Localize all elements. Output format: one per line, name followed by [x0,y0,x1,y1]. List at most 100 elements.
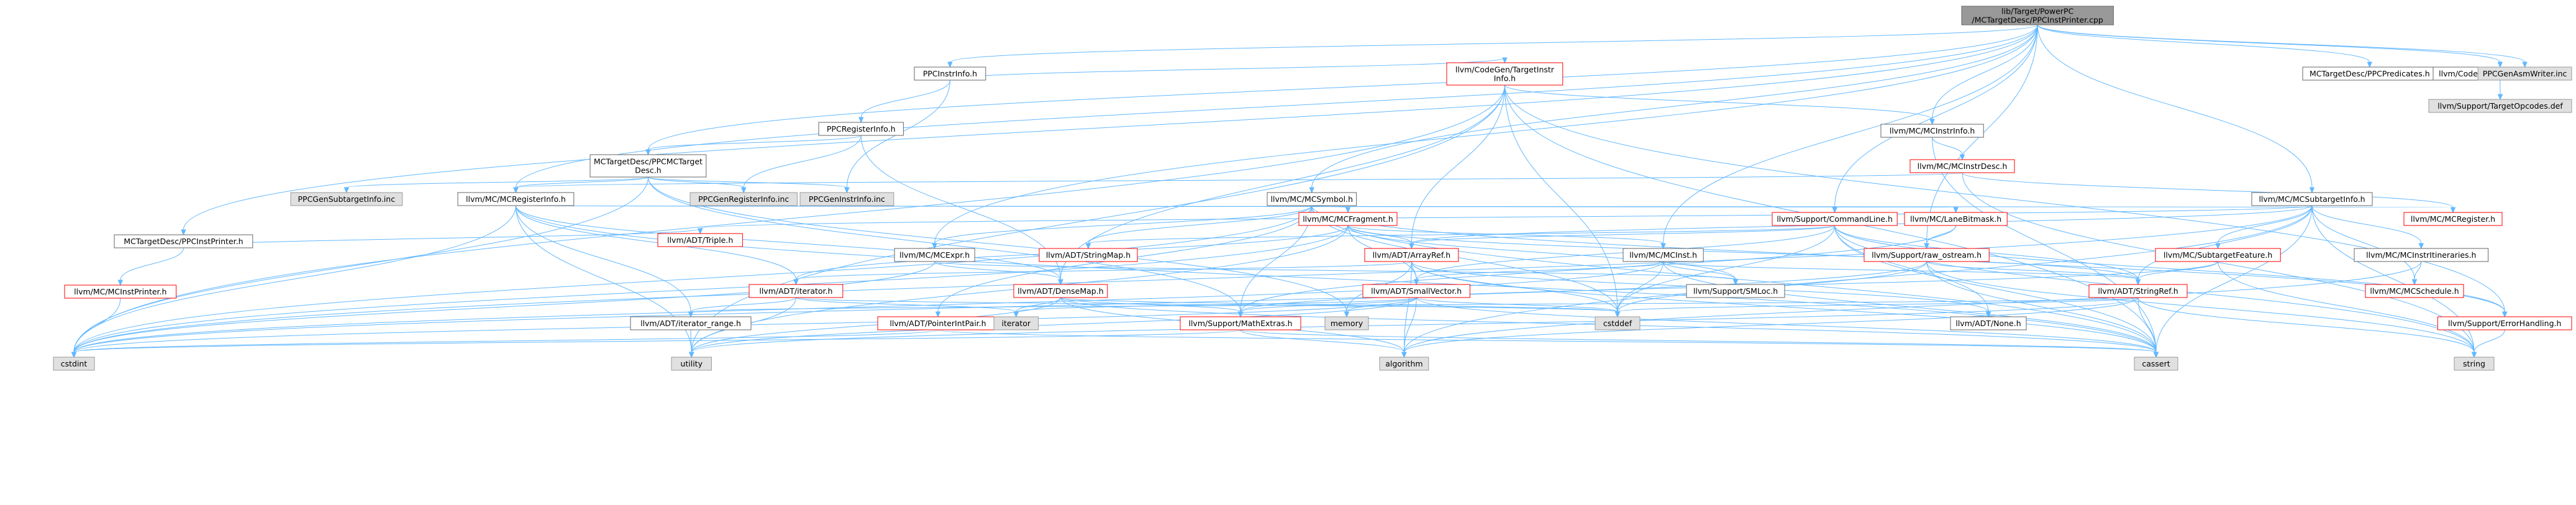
graph-node-memory: memory [1324,316,1369,330]
graph-node-none[interactable]: llvm/ADT/None.h [1950,316,2027,330]
node-box [1039,248,1138,262]
graph-node-mcinstrdesc[interactable]: llvm/MC/MCInstrDesc.h [1909,159,2015,173]
edge-targetinstr-to-mcinstrinfo [1504,84,1935,125]
node-label: llvm/MC/MCFragment.h [1303,214,1393,224]
graph-node-mcinst[interactable]: llvm/MC/MCInst.h [1623,248,1704,262]
node-label: Info.h [1494,74,1516,83]
graph-node-mcregister[interactable]: llvm/MC/MCRegister.h [2403,212,2503,226]
edge-arrayref-to-iterator [793,261,1412,286]
node-box [671,357,712,371]
node-box [2428,99,2572,113]
edge-mcsubtarget-to-cassert [2153,205,2313,358]
edge-mcreginfo-to-cstdint [71,205,516,358]
node-label: llvm/Support/SMLoc.h [1693,286,1778,296]
graph-node-arrayref[interactable]: llvm/ADT/ArrayRef.h [1364,248,1459,262]
node-box [749,284,844,298]
graph-node-mcsymbol[interactable]: llvm/MC/MCSymbol.h [1267,192,1357,206]
edge-stringref-to-cstddef [1614,297,2139,318]
graph-node-mcsubtarget[interactable]: llvm/MC/MCSubtargetInfo.h [2251,192,2373,206]
graph-node-root[interactable]: lib/Target/PowerPC/MCTargetDesc/PPCInstP… [1961,6,2114,25]
edge-ptrintpair-to-cassert [937,329,2159,358]
graph-node-ppcsubtarget: PPCGenSubtargetInfo.inc [290,192,403,206]
node-box [2454,357,2495,371]
graph-node-stringmap[interactable]: llvm/ADT/StringMap.h [1039,248,1138,262]
graph-node-ptrintpair[interactable]: llvm/ADT/PointerIntPair.h [877,316,999,330]
node-label: llvm/MC/MCRegisterInfo.h [466,194,566,204]
node-label: llvm/MC/MCSchedule.h [2370,286,2459,296]
graph-node-stringref[interactable]: llvm/ADT/StringRef.h [2088,284,2188,298]
node-box [1595,316,1641,330]
node-box [2155,248,2281,262]
edge-densemap-to-iteratorstd [1013,297,1061,318]
graph-node-instprinterh[interactable]: MCTargetDesc/PPCInstPrinter.h [114,234,253,248]
graph-node-mcexpr[interactable]: llvm/MC/MCExpr.h [894,248,975,262]
node-box [1446,62,1563,86]
node-box [1909,159,2015,173]
graph-node-densemap[interactable]: llvm/ADT/DenseMap.h [1013,284,1108,298]
edge-mcsubtarget-to-arrayref [1409,205,2313,250]
edge-root-to-cgtargetopc [2037,24,2503,68]
graph-node-mcpreds[interactable]: MCTargetDesc/PPCPredicates.h [2302,66,2437,81]
node-box [2365,284,2464,298]
edge-mctdesc-to-ppcsubtarget [344,176,649,194]
node-box [1623,248,1704,262]
graph-node-mcschedule[interactable]: llvm/MC/MCSchedule.h [2365,284,2464,298]
node-box [114,234,253,248]
node-box [1267,192,1357,206]
edge-mcfragment-to-mcinst [1347,225,1666,250]
node-box [1880,124,1984,138]
graph-node-mcinstprinter[interactable]: llvm/MC/MCInstPrinter.h [64,284,177,299]
graph-node-errorhandling[interactable]: llvm/Support/ErrorHandling.h [2437,316,2572,330]
graph-node-mathextras[interactable]: llvm/Support/MathExtras.h [1180,316,1301,330]
node-label: llvm/ADT/ArrayRef.h [1373,250,1451,260]
node-label: llvm/ADT/iterator_range.h [640,319,741,328]
edge-root-to-mcsubtarget [2037,24,2315,194]
graph-node-iteratorstd: iterator [993,316,1039,330]
graph-node-triple[interactable]: llvm/ADT/Triple.h [657,233,743,247]
node-box [1904,212,2008,226]
edge-targetinstr-to-cstdint [71,84,1505,358]
node-label: PPCRegisterInfo.h [827,124,896,134]
node-box [818,122,904,136]
node-label: llvm/ADT/DenseMap.h [1017,286,1103,296]
graph-node-lanebitmask[interactable]: llvm/MC/LaneBitmask.h [1904,212,2008,226]
node-label: llvm/MC/MCInst.h [1629,250,1697,260]
edge-root-to-mcpreds [2037,24,2373,68]
node-box [1686,284,1785,298]
graph-node-iterator[interactable]: llvm/ADT/iterator.h [749,284,844,298]
graph-node-subtargetfeat[interactable]: llvm/MC/SubtargetFeature.h [2155,248,2281,262]
edge-ppcinstinfo-to-targetinstr [949,57,1508,81]
edge-root-to-ppcinstinfo [947,24,2038,68]
node-label: llvm/Support/raw_ostream.h [1872,250,1982,260]
node-label: Desc.h [635,166,662,175]
node-box [1362,284,1470,298]
node-label: iterator [1002,319,1031,328]
graph-node-iterrange[interactable]: llvm/ADT/iterator_range.h [630,316,752,330]
edge-mcexpr-to-densemap [934,261,1063,286]
graph-node-smloc[interactable]: llvm/Support/SMLoc.h [1686,284,1785,298]
node-box [2088,284,2188,298]
graph-node-mcfragment[interactable]: llvm/MC/MCFragment.h [1298,212,1398,226]
graph-node-commandline[interactable]: llvm/Support/CommandLine.h [1772,212,1898,226]
node-label: MCTargetDesc/PPCPredicates.h [2310,69,2430,78]
graph-node-mcinstritin[interactable]: llvm/MC/MCInstrItineraries.h [2354,248,2489,262]
edge-mcreginfo-to-utility [515,205,694,358]
graph-node-ppcreginfo[interactable]: PPCRegisterInfo.h [818,122,904,136]
graph-node-mcinstrinfo[interactable]: llvm/MC/MCInstrInfo.h [1880,124,1984,138]
node-box [914,66,986,81]
edge-stringref-to-iterrange [688,297,2139,318]
graph-node-smallvector[interactable]: llvm/ADT/SmallVector.h [1362,284,1470,298]
edge-mcsymbol-to-mcexpr [932,205,1313,250]
edge-mcsubtarget-to-subtargetfeat [2215,205,2313,250]
graph-node-mcreginfo[interactable]: llvm/MC/MCRegisterInfo.h [457,192,575,206]
node-label: llvm/MC/LaneBitmask.h [1910,214,2001,224]
graph-node-ppcgenreg: PPCGenRegisterInfo.inc [690,192,798,206]
graph-node-ppcinstinfo[interactable]: PPCInstrInfo.h [914,66,986,81]
graph-node-rawostream[interactable]: llvm/Support/raw_ostream.h [1864,248,1990,262]
node-box [1298,212,1398,226]
node-label: PPCInstrInfo.h [923,69,977,78]
node-box [630,316,752,330]
node-label: llvm/ADT/iterator.h [759,286,832,296]
